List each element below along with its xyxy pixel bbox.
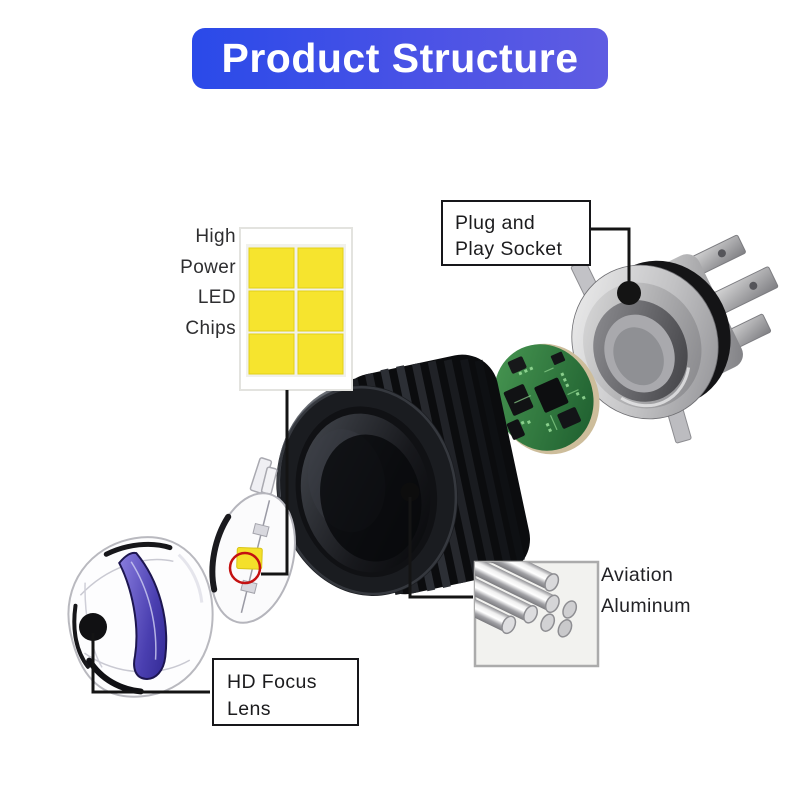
hd-focus-lens-illustration — [67, 536, 214, 698]
socket-label-line2: Play Socket — [455, 238, 563, 260]
led-chips-label-line2: Power — [180, 256, 236, 278]
aluminum-rods-illustration — [473, 560, 600, 668]
page-title: Product Structure — [221, 35, 579, 81]
aluminum-callout-line — [408, 497, 473, 599]
led-chip-board-illustration — [239, 227, 353, 391]
aluminum-label-line2: Aluminum — [601, 595, 691, 617]
heatsink-body-illustration — [276, 354, 531, 596]
aluminum-label-line1: Aviation — [601, 564, 674, 586]
aluminum-anchor-dot — [400, 482, 420, 502]
socket-label-line1: Plug and — [455, 212, 536, 234]
aluminum-label: Aviation Aluminum — [601, 560, 691, 622]
title-banner: Product Structure — [192, 28, 608, 89]
led-chips-label-line4: Chips — [185, 317, 236, 339]
lens-anchor-dot — [79, 613, 107, 641]
socket-label-box: Plug and Play Socket — [441, 200, 591, 266]
lens-label-box: HD Focus Lens — [212, 658, 359, 726]
lens-label-line2: Lens — [227, 698, 271, 720]
chip-highlight-ring — [228, 551, 262, 585]
socket-callout-line — [591, 227, 631, 284]
socket-anchor-dot — [617, 281, 641, 305]
lens-callout-line — [91, 633, 210, 694]
led-chips-label-line3: LED — [197, 287, 236, 308]
led-chips-label-line1: High — [195, 226, 236, 247]
led-chips-label: High Power LED Chips — [146, 222, 236, 344]
driver-pcb-illustration — [493, 343, 600, 455]
chips-callout-line — [261, 390, 289, 576]
lens-label-line1: HD Focus — [227, 671, 317, 693]
callout-lines — [79, 227, 641, 694]
